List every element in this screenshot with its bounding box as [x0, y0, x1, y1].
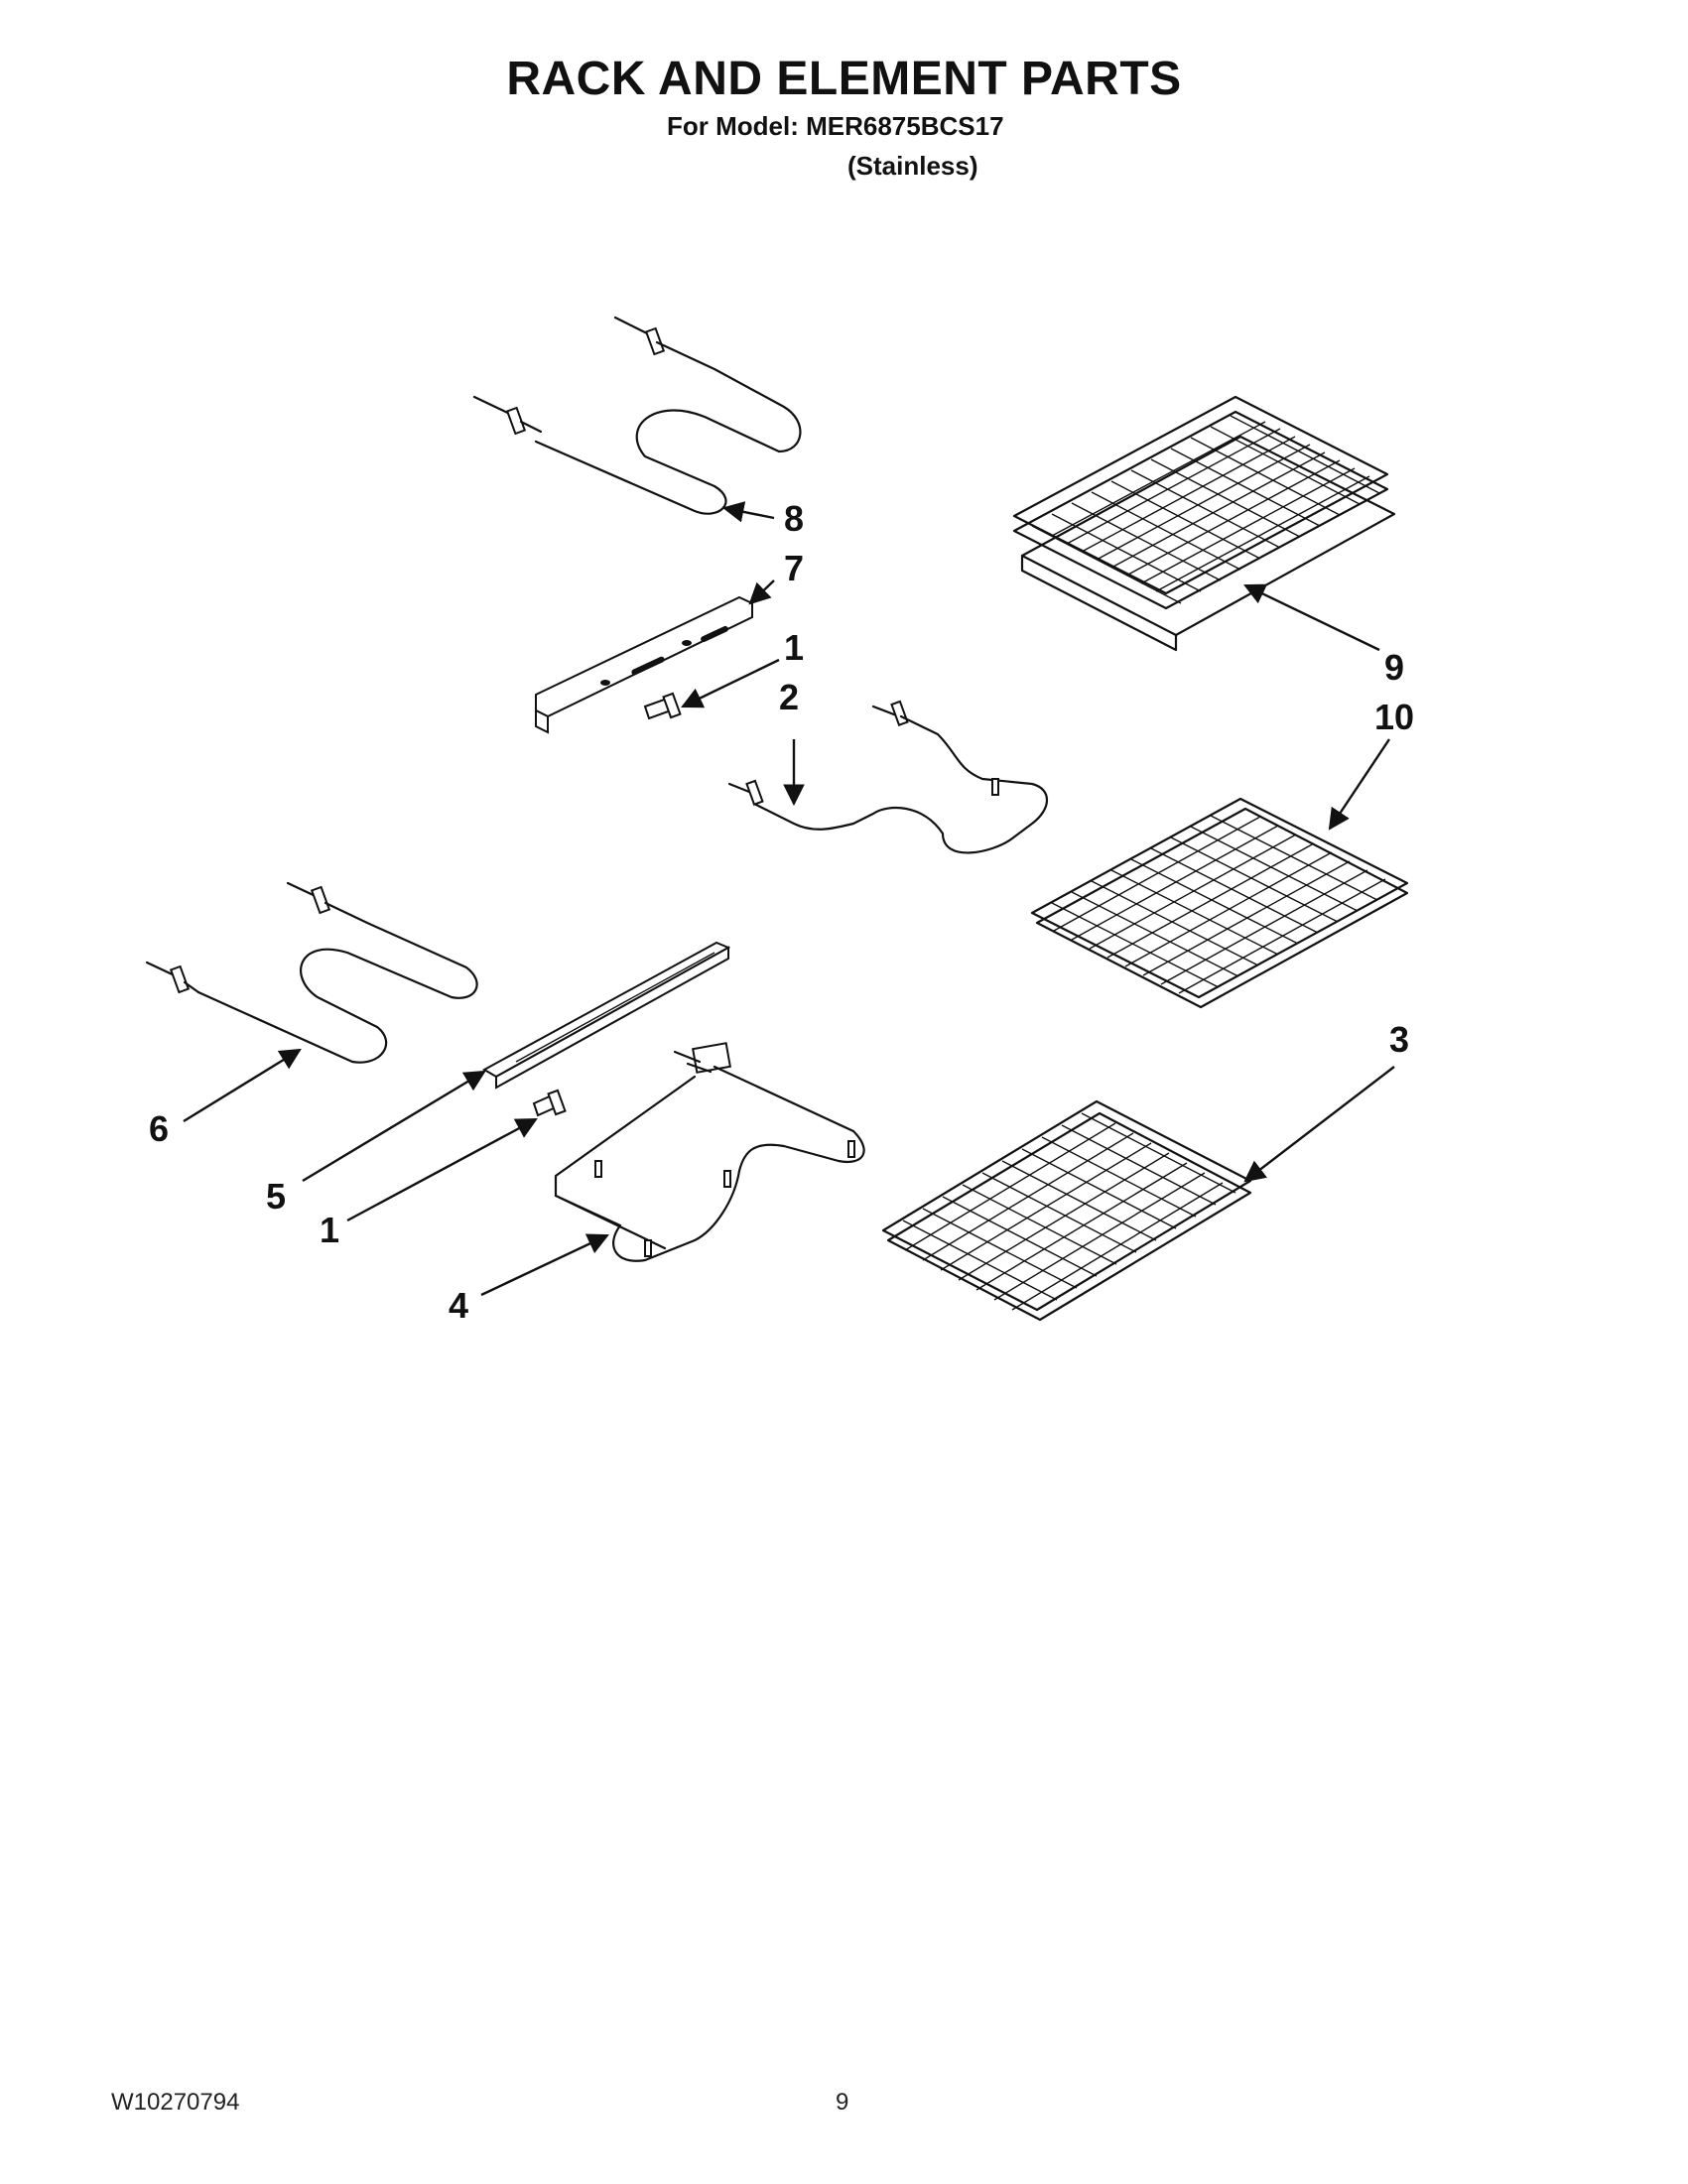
hidden-bake-element-part-2 [727, 700, 1048, 854]
oven-rack-part-10 [1030, 797, 1409, 1009]
callout-10: 10 [1374, 697, 1414, 737]
callout-4: 4 [449, 1285, 468, 1326]
leader-1-top [681, 658, 780, 708]
leader-10 [1328, 738, 1390, 831]
callout-2: 2 [779, 677, 799, 717]
element-bracket-part-7 [535, 595, 753, 734]
broil-element-part-8 [472, 316, 802, 515]
leader-5 [302, 1070, 486, 1183]
leader-4 [480, 1233, 609, 1297]
callout-9: 9 [1384, 647, 1404, 688]
model-line: For Model: MER6875BCS17 [667, 111, 1004, 141]
document-number: W10270794 [111, 2089, 240, 2116]
leader-lines [183, 501, 1395, 1297]
finish-label: (Stainless) [847, 151, 978, 181]
leader-3 [1243, 1066, 1395, 1183]
callout-3: 3 [1389, 1019, 1409, 1060]
bake-element-part-4 [554, 1042, 865, 1262]
leader-1-bottom [346, 1117, 538, 1222]
oven-rack-part-3 [881, 1099, 1252, 1322]
callout-1-bottom: 1 [320, 1210, 339, 1250]
screw-part-1-bottom [532, 1089, 567, 1117]
screw-part-1-top [643, 692, 682, 720]
callout-8: 8 [784, 498, 804, 539]
callout-5: 5 [266, 1176, 286, 1217]
callout-7: 7 [784, 548, 804, 588]
leader-9 [1243, 583, 1380, 652]
leader-6 [183, 1048, 302, 1123]
callout-6: 6 [149, 1108, 169, 1149]
callout-1-top: 1 [784, 627, 804, 668]
element-bracket-part-5 [481, 941, 731, 1090]
rack-with-slide-part-9 [1012, 395, 1396, 652]
leader-8 [721, 501, 775, 523]
page-title: RACK AND ELEMENT PARTS [506, 53, 1182, 105]
bake-element-part-6 [145, 881, 478, 1064]
leader-7 [748, 579, 775, 605]
page-number: 9 [836, 2089, 849, 2116]
